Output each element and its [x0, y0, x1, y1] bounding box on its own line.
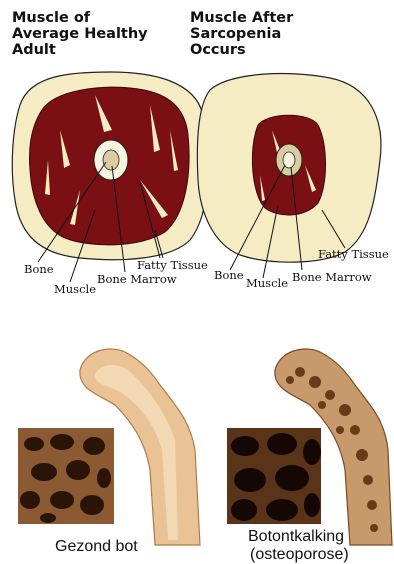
right-panel-title: Muscle After Sarcopenia Occurs — [190, 10, 293, 58]
left-label-muscle: Muscle — [54, 282, 96, 296]
osteoporotic-bone-closeup — [227, 428, 321, 524]
osteoporosis-caption-line1: Botontkalking — [248, 528, 344, 546]
left-label-bone: Bone — [24, 262, 54, 276]
right-label-fatty-tissue: Fatty Tissue — [318, 247, 389, 261]
healthy-bone-caption: Gezond bot — [55, 538, 138, 556]
left-label-fatty-tissue: Fatty Tissue — [137, 258, 208, 272]
right-label-bone: Bone — [214, 268, 244, 282]
left-bone-marrow — [103, 150, 119, 170]
healthy-bone-closeup — [18, 428, 114, 524]
right-label-muscle: Muscle — [246, 276, 288, 290]
osteoporosis-caption-line2: (osteoporose) — [250, 546, 349, 564]
left-label-bone-marrow: Bone Marrow — [97, 272, 177, 286]
right-label-bone-marrow: Bone Marrow — [292, 270, 372, 284]
